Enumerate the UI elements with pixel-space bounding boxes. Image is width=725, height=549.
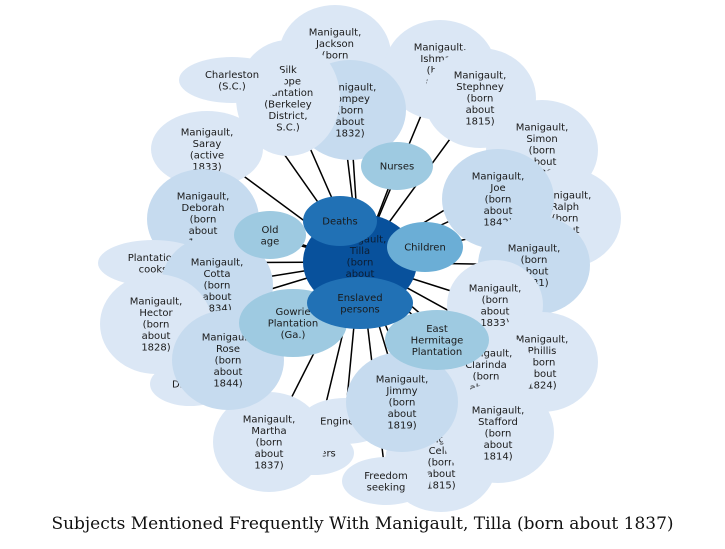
node-freedom-bubble	[342, 457, 430, 505]
node-hub-deaths[interactable]: Deaths	[303, 196, 377, 246]
node-hub-deaths-bubble	[303, 196, 377, 246]
graph-caption: Subjects Mentioned Frequently With Manig…	[51, 514, 674, 534]
node-hub-children[interactable]: Children	[387, 222, 463, 272]
node-easthermitage-bubble	[385, 310, 489, 370]
node-saray-bubble	[151, 111, 263, 187]
node-charleston[interactable]: Charleston(S.C.)	[179, 57, 285, 103]
node-hub-deaths-label: Deaths	[322, 217, 357, 228]
node-stafford-bubble	[442, 383, 554, 483]
node-hub-enslaved-bubble	[307, 277, 413, 329]
node-nurses-bubble	[361, 142, 433, 190]
node-charleston-label: Charleston(S.C.)	[205, 70, 259, 93]
node-martha-bubble	[213, 392, 325, 492]
node-hub-children-bubble	[387, 222, 463, 272]
node-charleston-bubble	[179, 57, 285, 103]
node-engineers-label: Engineers	[320, 417, 370, 428]
graph-nodes: Manigault,Jackson(bornabout1835)Manigaul…	[98, 5, 621, 512]
node-nurses-label: Nurses	[380, 162, 415, 173]
node-jimmy-bubble	[346, 352, 458, 452]
node-hub-children-label: Children	[404, 243, 446, 254]
node-oldage-bubble	[234, 211, 306, 259]
node-nurses[interactable]: Nurses	[361, 142, 433, 190]
